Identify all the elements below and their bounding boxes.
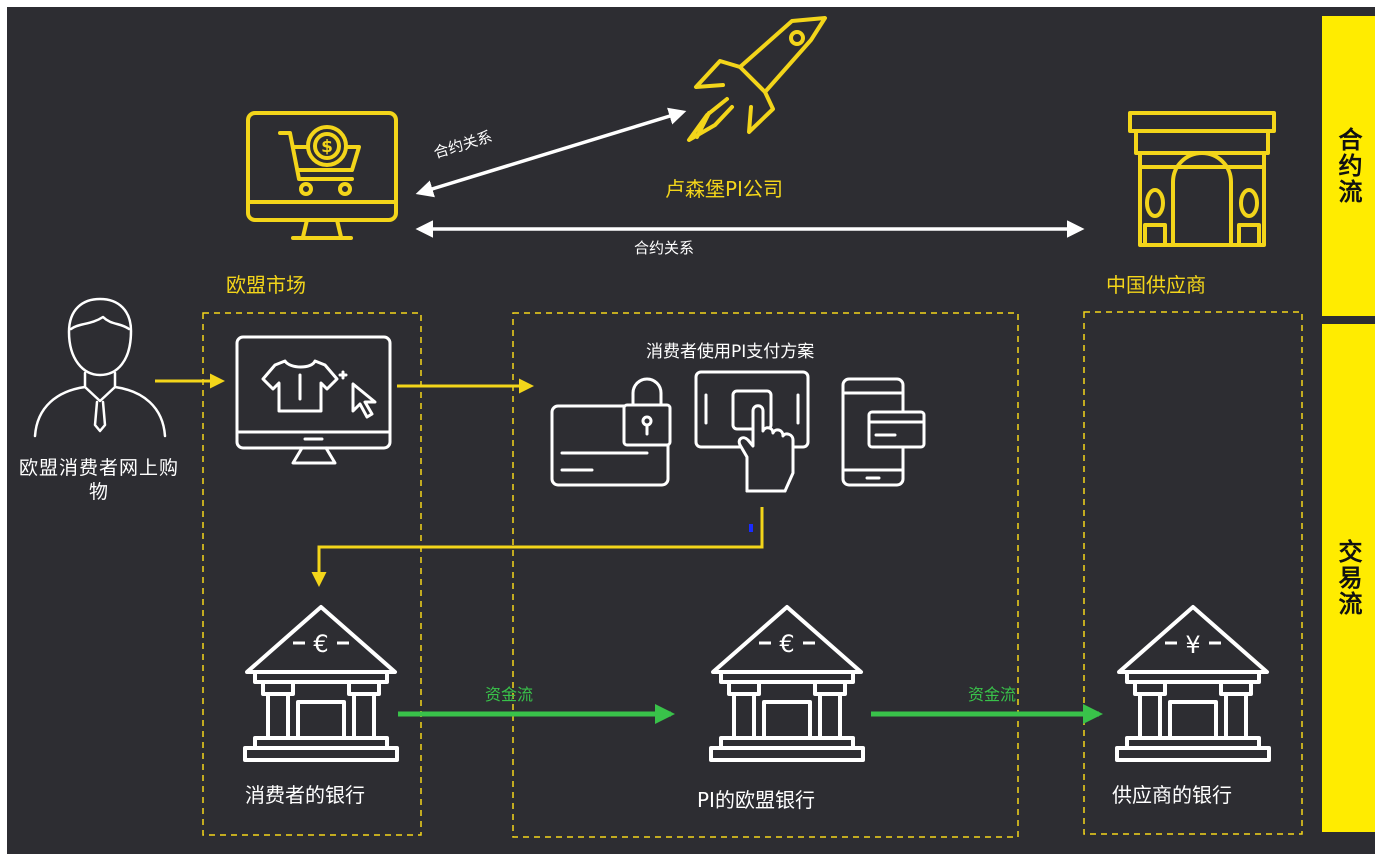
monitor-tshirt-cursor-icon <box>235 335 392 465</box>
china-supplier-label: 中国供应商 <box>1106 273 1206 297</box>
svg-text:€: € <box>779 630 794 658</box>
eu-consumer-label: 欧盟消费者网上购物 <box>18 457 179 503</box>
arrow-payment-to-consumer-bank <box>311 507 764 587</box>
bank-yuan-icon: ¥ <box>1115 605 1271 762</box>
monitor-shopping-cart-dollar-icon: $ <box>246 111 398 240</box>
transaction-flow-bar: 交易流 <box>1322 324 1375 832</box>
svg-text:¥: ¥ <box>1185 631 1200 659</box>
person-icon <box>33 297 167 438</box>
luxembourg-pi-label: 卢森堡PI公司 <box>665 177 783 201</box>
bank-euro-icon: € <box>243 605 399 762</box>
pi-side-box <box>512 312 1019 838</box>
triumphal-arch-icon <box>1128 111 1276 247</box>
pi-eu-bank-label: PI的欧盟银行 <box>697 788 815 812</box>
credit-card-lock-icon <box>550 377 672 487</box>
diagram-graphics: $ <box>33 16 1303 838</box>
fund-flow-label-1: 资金流 <box>485 685 534 704</box>
payment-plan-label: 消费者使用PI支付方案 <box>646 342 815 362</box>
transaction-flow-label: 交易流 <box>1334 539 1362 617</box>
consumer-side-box <box>202 312 422 836</box>
consumer-bank-label: 消费者的银行 <box>245 783 365 807</box>
eu-market-label: 欧盟市场 <box>226 273 306 297</box>
bank-euro-icon: € <box>709 605 865 762</box>
fund-flow-label-2: 资金流 <box>968 685 1017 704</box>
contract-arrow-market-pi <box>415 107 687 198</box>
supplier-bank-label: 供应商的银行 <box>1112 783 1232 807</box>
contract-relation-label-2: 合约关系 <box>634 239 695 257</box>
diagram-canvas: $ <box>7 7 1375 854</box>
contract-flow-label: 合约流 <box>1334 127 1362 205</box>
svg-text:$: $ <box>321 137 333 157</box>
svg-text:€: € <box>313 630 328 658</box>
rocket-icon <box>687 16 827 142</box>
small-blue-mark <box>749 524 753 532</box>
phone-card-icon <box>841 377 926 487</box>
contract-flow-bar: 合约流 <box>1322 16 1375 316</box>
tablet-touch-icon <box>694 370 810 493</box>
supplier-side-box <box>1083 311 1303 835</box>
